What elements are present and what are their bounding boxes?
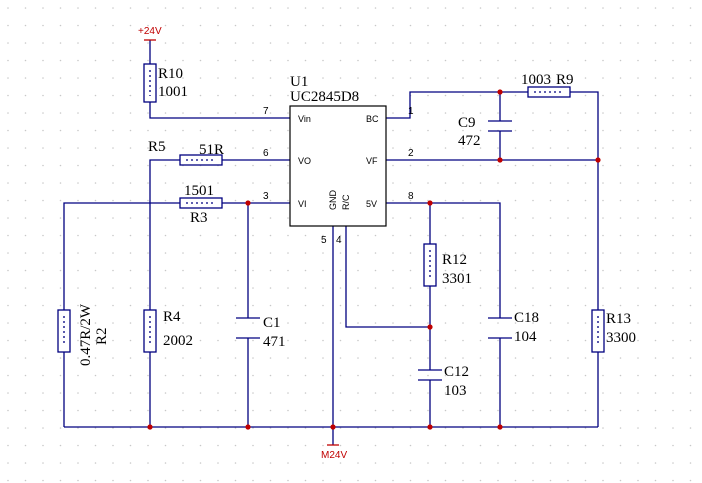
pin-label-vi: VI	[298, 199, 307, 209]
junction-dot	[427, 200, 433, 206]
c18-ref: C18	[514, 310, 539, 326]
junctions	[147, 89, 601, 430]
pin-label-5v: 5V	[366, 199, 377, 209]
capacitor-c12: C12 103	[418, 364, 469, 399]
r2-ref: R2	[94, 327, 110, 345]
resistor-r2: 0.47R/2W R2	[57, 303, 110, 366]
r3-value: 1501	[184, 183, 214, 199]
r10-ref: R10	[158, 66, 183, 82]
resistor-r4: R4 2002	[143, 309, 193, 353]
power-m24v-symbol: M24V	[321, 444, 347, 461]
c9-ref: C9	[458, 115, 476, 131]
c12-ref: C12	[444, 364, 469, 380]
c18-value: 104	[514, 329, 537, 345]
pin-label-rc: R/C	[341, 194, 351, 210]
resistor-r3: 1501 R3	[179, 183, 223, 226]
pin-label-gnd: GND	[328, 190, 338, 211]
pin-label-vin: Vin	[298, 114, 311, 124]
pin-number: 4	[336, 235, 342, 246]
pin-number: 1	[408, 106, 414, 117]
ic-body	[289, 105, 387, 227]
resistor-r10: R10 1001	[143, 63, 188, 103]
resistor-r5: R5 51R	[148, 139, 224, 166]
pin-label-vo: VO	[298, 156, 311, 166]
r13-ref: R13	[606, 311, 631, 327]
pin-number: 5	[321, 235, 327, 246]
capacitor-c1: C1 471	[236, 315, 286, 350]
pin-label-vf: VF	[366, 156, 378, 166]
resistor-r12: R12 3301	[423, 243, 472, 287]
c1-ref: C1	[263, 315, 281, 331]
grid-dots	[7, 7, 692, 482]
ic-ref-label: U1	[290, 74, 308, 90]
junction-dot	[147, 424, 153, 430]
capacitor-c18: C18 104	[488, 310, 539, 345]
junction-dot	[497, 89, 503, 95]
pin-number: 3	[263, 191, 269, 202]
power-m24v-label: M24V	[321, 450, 347, 461]
junction-dot	[427, 324, 433, 330]
pin-number: 7	[263, 106, 269, 117]
c1-value: 471	[263, 334, 286, 350]
c12-value: 103	[444, 383, 467, 399]
pin-number: 8	[408, 191, 414, 202]
junction-dot	[595, 157, 601, 163]
c9-value: 472	[458, 133, 481, 149]
junction-dot	[497, 157, 503, 163]
r5-ref: R5	[148, 139, 166, 155]
junction-dot	[330, 424, 336, 430]
pin-label-bc: BC	[366, 114, 379, 124]
junction-dot	[245, 424, 251, 430]
pin-number: 6	[263, 148, 269, 159]
r5-value: 51R	[199, 142, 224, 158]
r10-value: 1001	[158, 84, 188, 100]
r2-value: 0.47R/2W	[78, 303, 94, 366]
r9-ref: R9	[556, 72, 574, 88]
r12-ref: R12	[442, 252, 467, 268]
capacitor-c9: C9 472	[458, 115, 512, 149]
r12-value: 3301	[442, 271, 472, 287]
r4-ref: R4	[163, 309, 181, 325]
r9-value: 1003	[521, 72, 551, 88]
ic-u1: U1 UC2845D8 7 6 3 1 2 8 5 4 Vin VO VI BC…	[263, 74, 414, 246]
power-plus24v-symbol: +24V	[138, 26, 162, 41]
r4-value: 2002	[163, 333, 193, 349]
r13-value: 3300	[606, 330, 636, 346]
pin-number: 2	[408, 148, 414, 159]
r3-ref: R3	[190, 210, 208, 226]
power-plus24v-label: +24V	[138, 26, 162, 37]
junction-dot	[245, 200, 251, 206]
resistor-r13: R13 3300	[591, 309, 636, 353]
junction-dot	[497, 424, 503, 430]
resistor-r9: 1003 R9	[521, 72, 574, 98]
junction-dot	[427, 424, 433, 430]
ic-part-label: UC2845D8	[290, 89, 359, 105]
